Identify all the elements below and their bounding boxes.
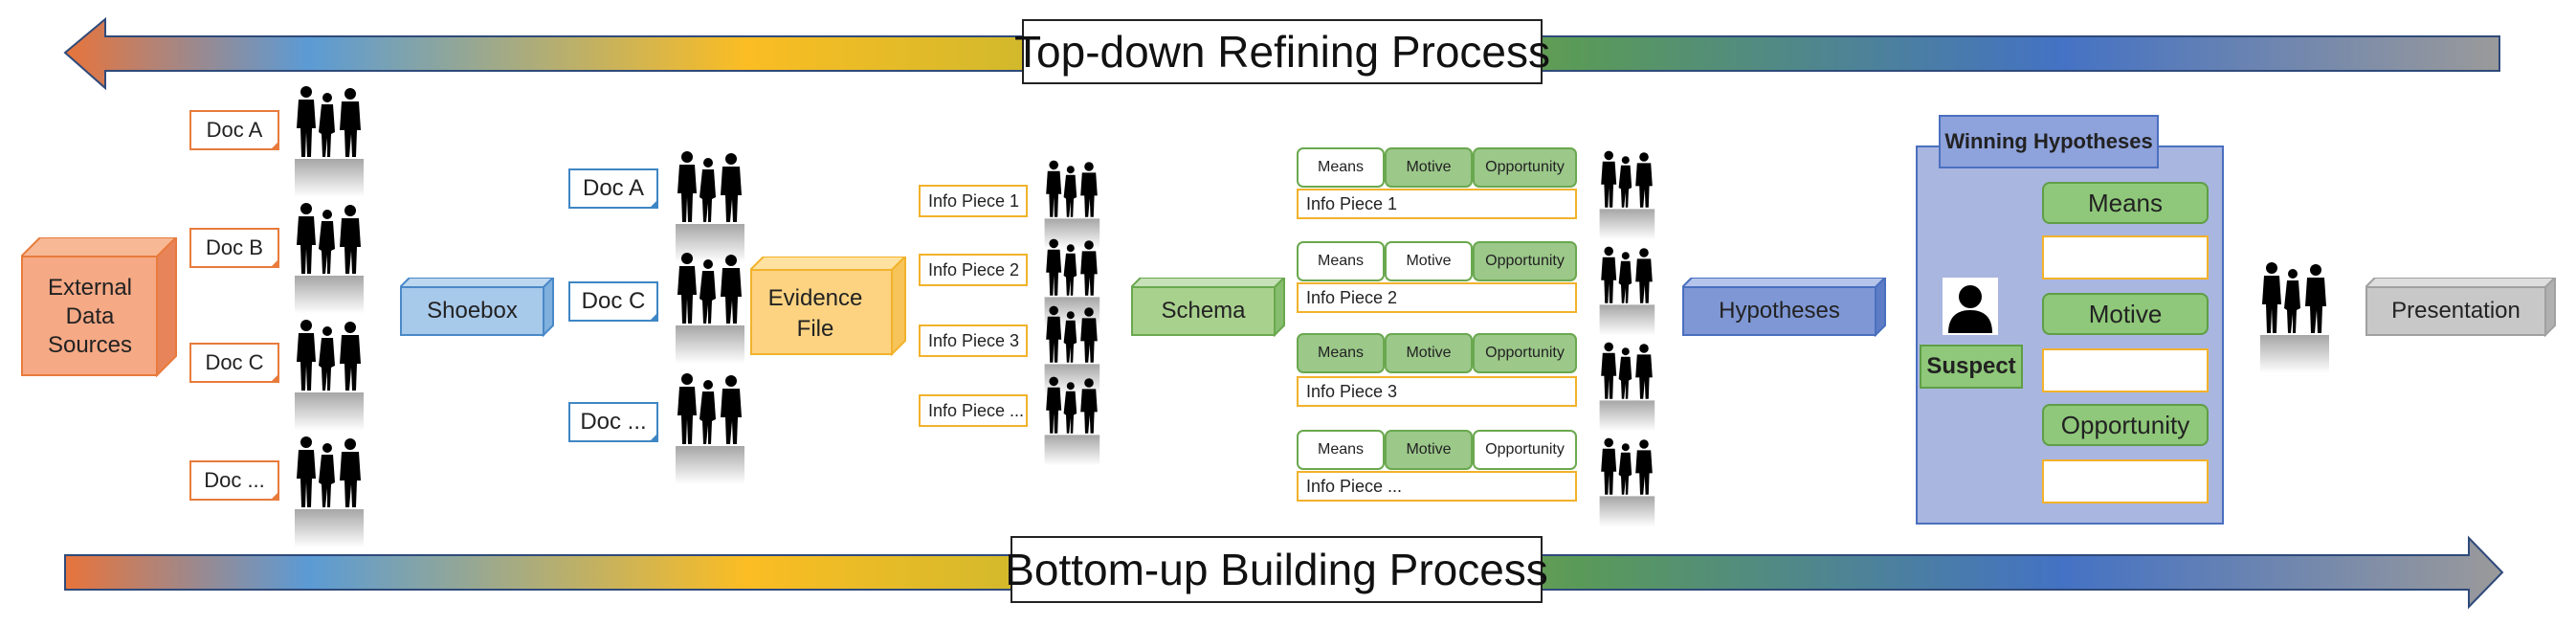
people-group-icon — [293, 318, 369, 433]
shoebox-doc: Doc A — [568, 168, 658, 209]
schema-opportunity: Opportunity — [1473, 147, 1577, 188]
winning-motive-slot — [2042, 348, 2209, 392]
schema-label: Schema — [1161, 298, 1246, 324]
shoebox-cube — [400, 278, 555, 337]
winning-opportunity-slot — [2042, 459, 2209, 503]
info-piece: Info Piece 2 — [919, 254, 1028, 286]
schema-means: Means — [1297, 147, 1385, 188]
source-doc: Doc ... — [189, 460, 279, 501]
schema-motive: Motive — [1385, 430, 1473, 470]
people-group-icon — [1598, 245, 1659, 337]
suspect-label: Suspect — [1920, 345, 2023, 389]
schema-info: Info Piece 3 — [1297, 376, 1577, 407]
source-doc: Doc A — [189, 110, 279, 150]
winning-means-slot — [2042, 235, 2209, 279]
schema-motive: Motive — [1385, 333, 1473, 373]
shoebox-doc: Doc C — [568, 281, 658, 322]
schema-opportunity: Opportunity — [1473, 241, 1577, 281]
schema-motive: Motive — [1385, 147, 1473, 188]
external-data-sources-label: External Data Sources — [47, 275, 133, 358]
people-group-icon — [1598, 149, 1659, 241]
info-piece: Info Piece ... — [919, 394, 1028, 427]
source-doc: Doc C — [189, 343, 279, 383]
presentation-cube — [2365, 278, 2557, 337]
schema-means: Means — [1297, 430, 1385, 470]
shoebox-doc: Doc ... — [568, 402, 658, 442]
schema-means: Means — [1297, 241, 1385, 281]
schema-motive: Motive — [1385, 241, 1473, 281]
schema-means: Means — [1297, 333, 1385, 373]
schema-info: Info Piece 2 — [1297, 282, 1577, 313]
people-group-icon — [674, 371, 750, 486]
info-piece: Info Piece 3 — [919, 324, 1028, 357]
presentation-label: Presentation — [2391, 298, 2520, 324]
info-piece: Info Piece 1 — [919, 185, 1028, 217]
winning-hypotheses-title: Winning Hypotheses — [1939, 115, 2159, 168]
people-group-icon — [1043, 375, 1104, 467]
schema-opportunity: Opportunity — [1473, 333, 1577, 373]
suspect-avatar-icon — [1943, 278, 1998, 335]
people-group-icon — [674, 149, 750, 264]
schema-cube — [1131, 278, 1286, 337]
schema-info: Info Piece ... — [1297, 471, 1577, 502]
hypotheses-label: Hypotheses — [1719, 298, 1840, 324]
winning-opportunity: Opportunity — [2042, 404, 2209, 446]
people-group-icon — [1598, 436, 1659, 528]
people-group-icon — [1598, 341, 1659, 433]
source-doc: Doc B — [189, 228, 279, 268]
people-group-icon — [293, 84, 369, 199]
winning-motive: Motive — [2042, 293, 2209, 335]
winning-means: Means — [2042, 182, 2209, 224]
hypotheses-cube — [1682, 278, 1887, 337]
people-group-icon — [293, 435, 369, 549]
shoebox-label: Shoebox — [427, 298, 518, 324]
evidence-file-label: Evidence File — [767, 285, 863, 342]
people-group-icon — [2258, 260, 2335, 375]
schema-opportunity: Opportunity — [1473, 430, 1577, 470]
people-group-icon — [674, 251, 750, 366]
evidence-file-cube — [750, 257, 907, 356]
bottom-banner-title: Bottom-up Building Process — [1005, 536, 1548, 603]
people-group-icon — [293, 201, 369, 316]
top-banner-title: Top-down Refining Process — [1014, 19, 1550, 84]
external-data-sources-cube — [21, 237, 178, 377]
schema-info: Info Piece 1 — [1297, 189, 1577, 219]
